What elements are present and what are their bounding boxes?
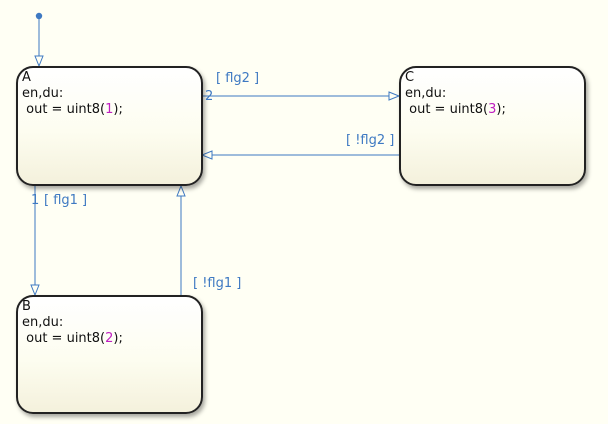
state-a-output-post: ); xyxy=(113,102,123,117)
state-b-output-num: 2 xyxy=(105,331,114,346)
default-transition-dot[interactable] xyxy=(35,12,43,20)
state-b-output-post: ); xyxy=(113,331,123,346)
transition-b-to-a-condition[interactable]: [ !flg1 ] xyxy=(193,276,242,291)
state-b-action: en,du: xyxy=(22,315,64,330)
transition-a-to-c-condition[interactable]: [ flg2 ] xyxy=(216,71,260,86)
state-c-output-num: 3 xyxy=(488,102,497,117)
state-c-name: C xyxy=(405,70,415,85)
state-b-name: B xyxy=(22,299,31,314)
state-c-output: out = uint8(3); xyxy=(405,102,580,118)
state-a-action: en,du: xyxy=(22,86,64,101)
state-c[interactable]: C en,du: out = uint8(3); xyxy=(399,66,586,186)
state-a[interactable]: A en,du: out = uint8(1); xyxy=(16,66,203,186)
state-b-output-pre: out = uint8( xyxy=(22,331,106,346)
transition-a-to-c-order: 2 xyxy=(205,89,214,104)
state-c-action: en,du: xyxy=(405,86,447,101)
state-c-output-post: ); xyxy=(496,102,506,117)
state-b[interactable]: B en,du: out = uint8(2); xyxy=(16,295,203,414)
state-b-output: out = uint8(2); xyxy=(22,331,197,347)
state-a-output: out = uint8(1); xyxy=(22,102,197,118)
transition-a-to-b-order: 1 xyxy=(31,193,40,208)
transition-c-to-a-condition[interactable]: [ !flg2 ] xyxy=(346,133,395,148)
state-a-output-num: 1 xyxy=(105,102,114,117)
state-a-output-pre: out = uint8( xyxy=(22,102,106,117)
state-a-name: A xyxy=(22,70,31,85)
state-c-output-pre: out = uint8( xyxy=(405,102,489,117)
transition-a-to-b-condition[interactable]: [ flg1 ] xyxy=(44,193,88,208)
